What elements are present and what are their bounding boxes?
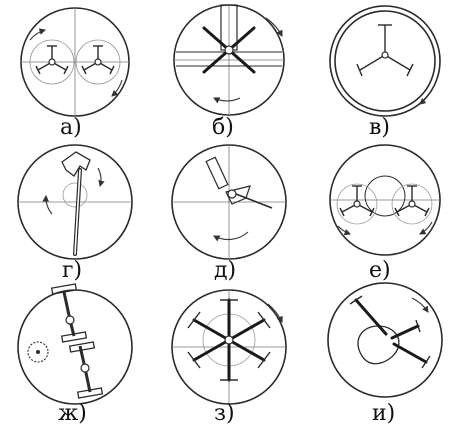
panel-e: е) (329, 144, 441, 283)
caption-g: г) (62, 258, 82, 283)
caption-d: д) (214, 258, 236, 283)
caption-v: в) (369, 115, 390, 140)
panel-z: з) (171, 289, 287, 426)
panel-b: б) (173, 4, 285, 140)
panel-a: а) (20, 7, 130, 140)
panel-zh: ж) (17, 283, 133, 426)
caption-a: а) (60, 115, 82, 140)
caption-i: и) (372, 401, 395, 426)
panel-d: д) (171, 144, 287, 283)
caption-zh: ж) (58, 401, 87, 426)
panel-g: г) (17, 144, 133, 283)
caption-e: е) (369, 258, 391, 283)
caption-b: б) (212, 115, 234, 140)
panel-i: и) (327, 282, 443, 426)
caption-z: з) (214, 401, 235, 426)
panel-v: в) (329, 5, 441, 140)
